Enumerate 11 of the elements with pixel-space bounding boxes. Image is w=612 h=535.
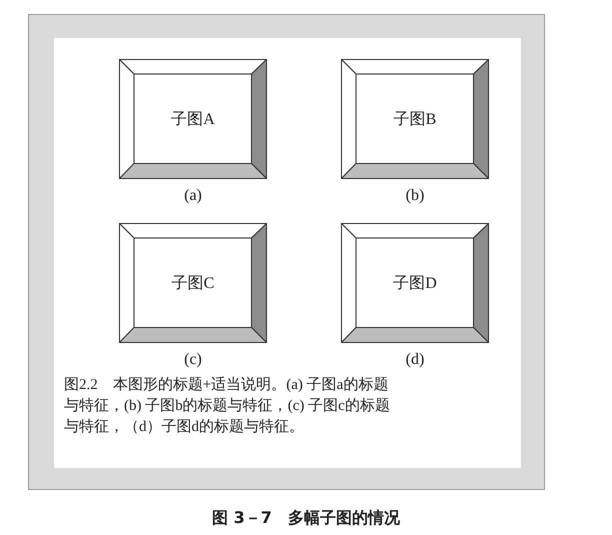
frame-label: 子图B bbox=[394, 110, 436, 130]
figure-panel bbox=[28, 14, 545, 490]
frame-label: 子图D bbox=[393, 274, 437, 294]
frame-label: 子图C bbox=[172, 274, 214, 294]
figure-caption-text: 图2.2 本图形的标题+适当说明。(a) 子图a的标题与特征，(b) 子图b的标题与特征，(c) 子图c的标题与特征，（d）子图d的标题与特征。 bbox=[64, 376, 391, 437]
subfigure-label: (b) bbox=[406, 187, 424, 205]
frame-label: 子图A bbox=[171, 110, 215, 130]
subfigure-label: (a) bbox=[184, 187, 202, 205]
figure-caption: 图 3－7 多幅子图的情况 bbox=[212, 508, 400, 527]
subfigure-label: (c) bbox=[184, 351, 202, 369]
subfigure-label: (d) bbox=[406, 351, 424, 369]
